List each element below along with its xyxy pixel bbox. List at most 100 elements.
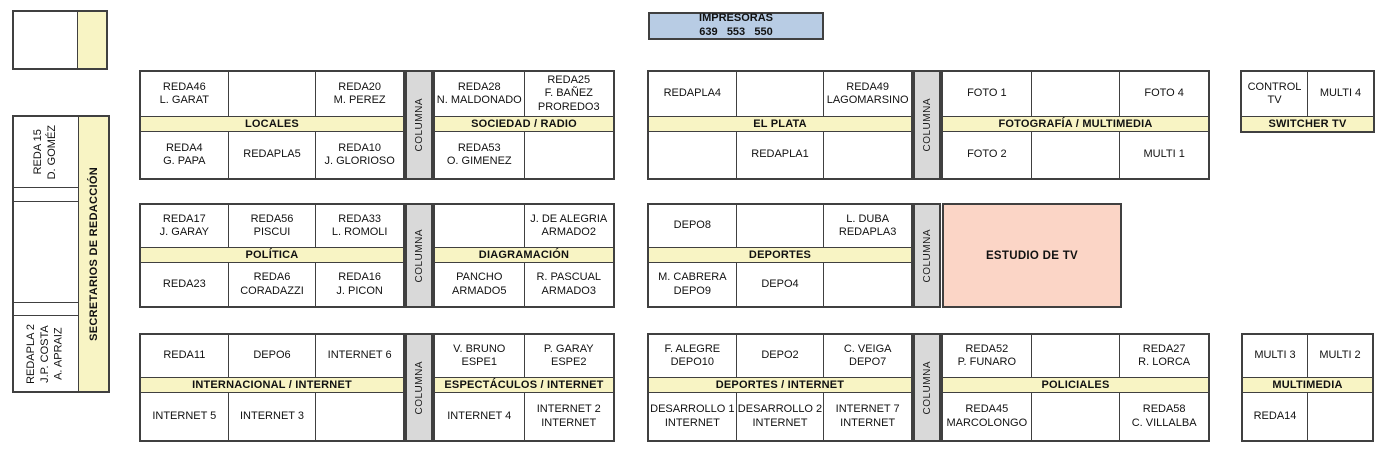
topleft-yellow-cell [78,12,106,68]
table-sociedad-radio: REDA28 N. MALDONADO REDA25 F. BAÑEZ PROR… [433,70,615,180]
desk-cell: REDA33 L. ROMOLI [316,205,403,247]
table-diagramacion: J. DE ALEGRIA ARMADO2 DIAGRAMACIÓN PANCH… [433,203,615,308]
column-strip-label: COLUMNA [921,98,933,152]
desk-cell [1031,72,1120,116]
column-strip-label: COLUMNA [413,98,425,152]
desk-cell: MULTI 3 [1243,335,1307,377]
desk-cell [824,132,911,178]
table-espectaculos-internet: V. BRUNO ESPE1 P. GARAY ESPE2 ESPECTÁCUL… [433,333,615,442]
desk-cell [1031,335,1120,377]
topleft-box [12,10,108,70]
desk-cell: FOTO 4 [1120,72,1208,116]
printers-title: IMPRESORAS [699,12,773,25]
desk-cell [14,303,78,315]
desk-cell: DEPO8 [649,205,736,247]
table-fotografia-multimedia: FOTO 1 FOTO 4 FOTOGRAFÍA / MULTIMEDIA FO… [941,70,1210,180]
desk-cell: DEPO4 [736,263,824,306]
desk-cell: V. BRUNO ESPE1 [435,335,524,377]
desk-cell: DEPO6 [228,335,316,377]
desk-cell [316,393,403,440]
column-strip: COLUMNA [405,70,433,180]
desk-cell [228,72,316,116]
desk-cell: REDAPLA1 [736,132,824,178]
desk-cell: FOTO 1 [943,72,1031,116]
desk-cell: REDA53 O. GIMENEZ [435,132,524,178]
section-band: MULTIMEDIA [1243,378,1372,392]
section-band: DEPORTES [649,248,911,262]
desk-cell: DEPO2 [736,335,824,377]
desk-cell [649,132,736,178]
desk-cell: REDA52 P. FUNARO [943,335,1031,377]
column-strip: COLUMNA [913,70,941,180]
desk-cell: REDA14 [1243,393,1307,440]
section-band: DIAGRAMACIÓN [435,248,613,262]
table-internacional-internet: REDA11 DEPO6 INTERNET 6 INTERNACIONAL / … [139,333,405,442]
desk-cell: REDA56 PISCUI [228,205,316,247]
desk-cell: INTERNET 6 [316,335,403,377]
table-politica: REDA17 J. GARAY REDA56 PISCUI REDA33 L. … [139,203,405,308]
printers-numbers: 639 553 550 [699,26,773,38]
desk-cell [1031,393,1120,440]
desk-cell [736,205,824,247]
desk-cell: CONTROL TV [1242,72,1307,116]
desk-label: REDA 15 D. GOMÉZ [32,124,58,180]
column-strip-label: COLUMNA [413,360,425,415]
column-strip-label: COLUMNA [921,360,933,415]
desk-cell [14,202,78,302]
desk-cell: REDA58 C. VILLALBA [1120,393,1208,440]
desk-cell: M. CABRERA DEPO9 [649,263,736,306]
desk-cell [1308,393,1372,440]
desk-cell: L. DUBA REDAPLA3 [824,205,911,247]
desk-cell [824,263,911,306]
section-band: DEPORTES / INTERNET [649,378,911,392]
table-el-plata: REDAPLA4 REDA49 LAGOMARSINO EL PLATA RED… [647,70,913,180]
section-band: SOCIEDAD / RADIO [435,117,613,131]
desk-cell [524,132,613,178]
table-multimedia: MULTI 3 MULTI 2 MULTIMEDIA REDA14 [1241,333,1374,442]
desk-cell: MULTI 1 [1120,132,1208,178]
secretaries-strip-label: SECRETARIOS DE REDACCIÓN [87,167,100,341]
desk-cell: PANCHO ARMADO5 [435,263,524,306]
desk-cell: INTERNET 5 [141,393,228,440]
tv-studio-area: ESTUDIO DE TV [942,203,1122,308]
section-band: POLICIALES [943,378,1208,392]
table-deportes-internet: F. ALEGRE DEPO10 DEPO2 C. VEIGA DEPO7 DE… [647,333,913,442]
desk-cell: REDA23 [141,263,228,306]
desk-cell: INTERNET 7 INTERNET [824,393,911,440]
table-switcher-tv: CONTROL TV MULTI 4 SWITCHER TV [1240,70,1375,133]
desk-cell: REDAPLA 2 J.P. COSTA A. APRAIZ [14,316,78,391]
desk-cell: REDA49 LAGOMARSINO [824,72,911,116]
table-policiales: REDA52 P. FUNARO REDA27 R. LORCA POLICIA… [941,333,1210,442]
desk-cell [14,188,78,201]
desk-cell: INTERNET 2 INTERNET [524,393,613,440]
desk-cell: REDA28 N. MALDONADO [435,72,524,116]
column-strip: COLUMNA [913,333,941,442]
section-band: SWITCHER TV [1242,117,1373,131]
desk-cell [435,205,524,247]
column-strip: COLUMNA [405,333,433,442]
desk-label: REDAPLA 2 J.P. COSTA A. APRAIZ [25,323,65,384]
desk-cell: INTERNET 3 [228,393,316,440]
desk-cell: REDA10 J. GLORIOSO [316,132,403,178]
topleft-white-cell [14,12,77,68]
desk-cell: MULTI 2 [1308,335,1372,377]
desk-cell: FOTO 2 [943,132,1031,178]
section-band: EL PLATA [649,117,911,131]
desk-cell [1031,132,1120,178]
secretaries-sidebar: REDA 15 D. GOMÉZ SECRETARIOS DE REDACCIÓ… [12,115,110,393]
desk-cell: REDA6 CORADAZZI [228,263,316,306]
desk-cell: REDA25 F. BAÑEZ PROREDO3 [524,72,613,116]
table-deportes: DEPO8 L. DUBA REDAPLA3 DEPORTES M. CABRE… [647,203,913,308]
desk-cell: REDA11 [141,335,228,377]
column-strip: COLUMNA [913,203,941,308]
desk-cell: R. PASCUAL ARMADO3 [524,263,613,306]
desk-cell: F. ALEGRE DEPO10 [649,335,736,377]
section-band: LOCALES [141,117,403,131]
desk-cell: REDA17 J. GARAY [141,205,228,247]
desk-cell: REDA45 MARCOLONGO [943,393,1031,440]
desk-cell: J. DE ALEGRIA ARMADO2 [524,205,613,247]
desk-cell: REDA27 R. LORCA [1120,335,1208,377]
desk-cell: REDA46 L. GARAT [141,72,228,116]
desk-cell: REDA16 J. PICON [316,263,403,306]
